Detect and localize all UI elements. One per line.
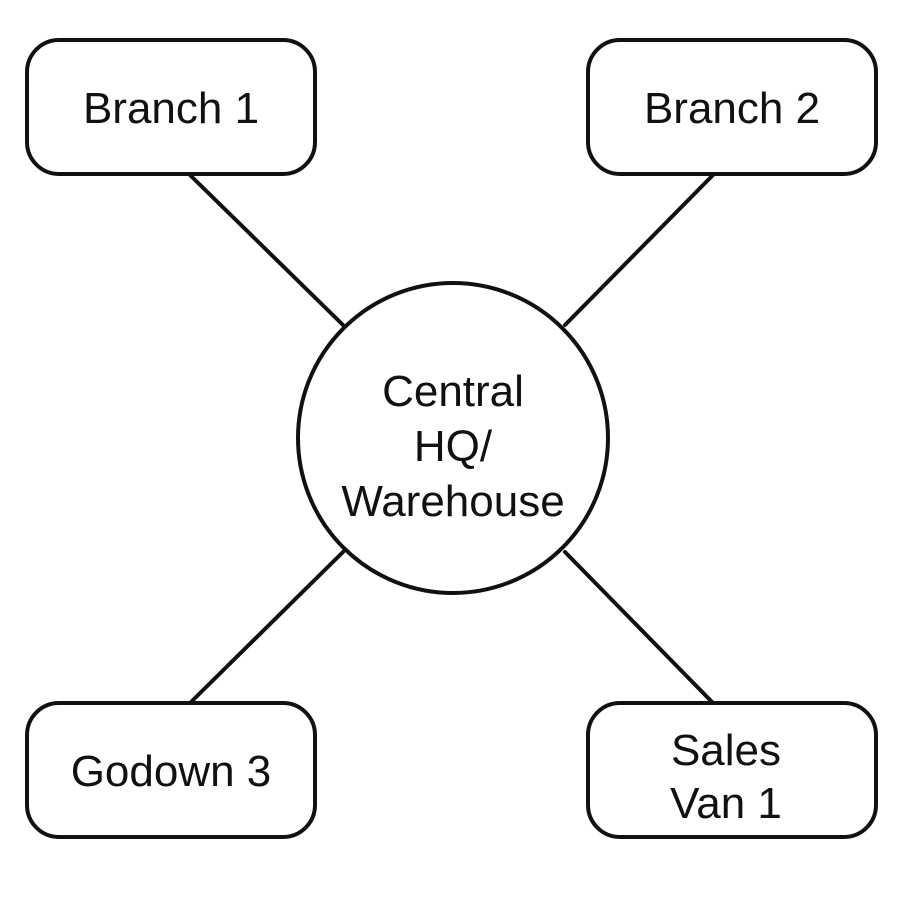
node-branch-2: Branch 2 [586, 38, 878, 176]
node-sales-van-1-label-line-1: Sales [671, 726, 781, 775]
node-godown-3: Godown 3 [25, 701, 317, 839]
node-godown-3-label: Godown 3 [71, 747, 272, 796]
node-branch-2-label: Branch 2 [644, 84, 820, 133]
connector-branch-1 [188, 173, 345, 327]
hub-node: Central HQ/ Warehouse [296, 281, 610, 595]
node-sales-van-1-label-line-2: Van 1 [670, 779, 782, 828]
hub-label-line-1: Central [382, 367, 524, 416]
connector-branch-2 [563, 173, 715, 327]
connector-godown-3 [188, 550, 345, 705]
connector-sales-van-1 [563, 550, 715, 705]
hub-label-line-2: HQ/ [414, 422, 493, 471]
hub-label-line-3: Warehouse [341, 477, 564, 526]
node-branch-1-label: Branch 1 [83, 84, 259, 133]
node-branch-1: Branch 1 [25, 38, 317, 176]
node-sales-van-1: Sales Van 1 [586, 701, 878, 839]
